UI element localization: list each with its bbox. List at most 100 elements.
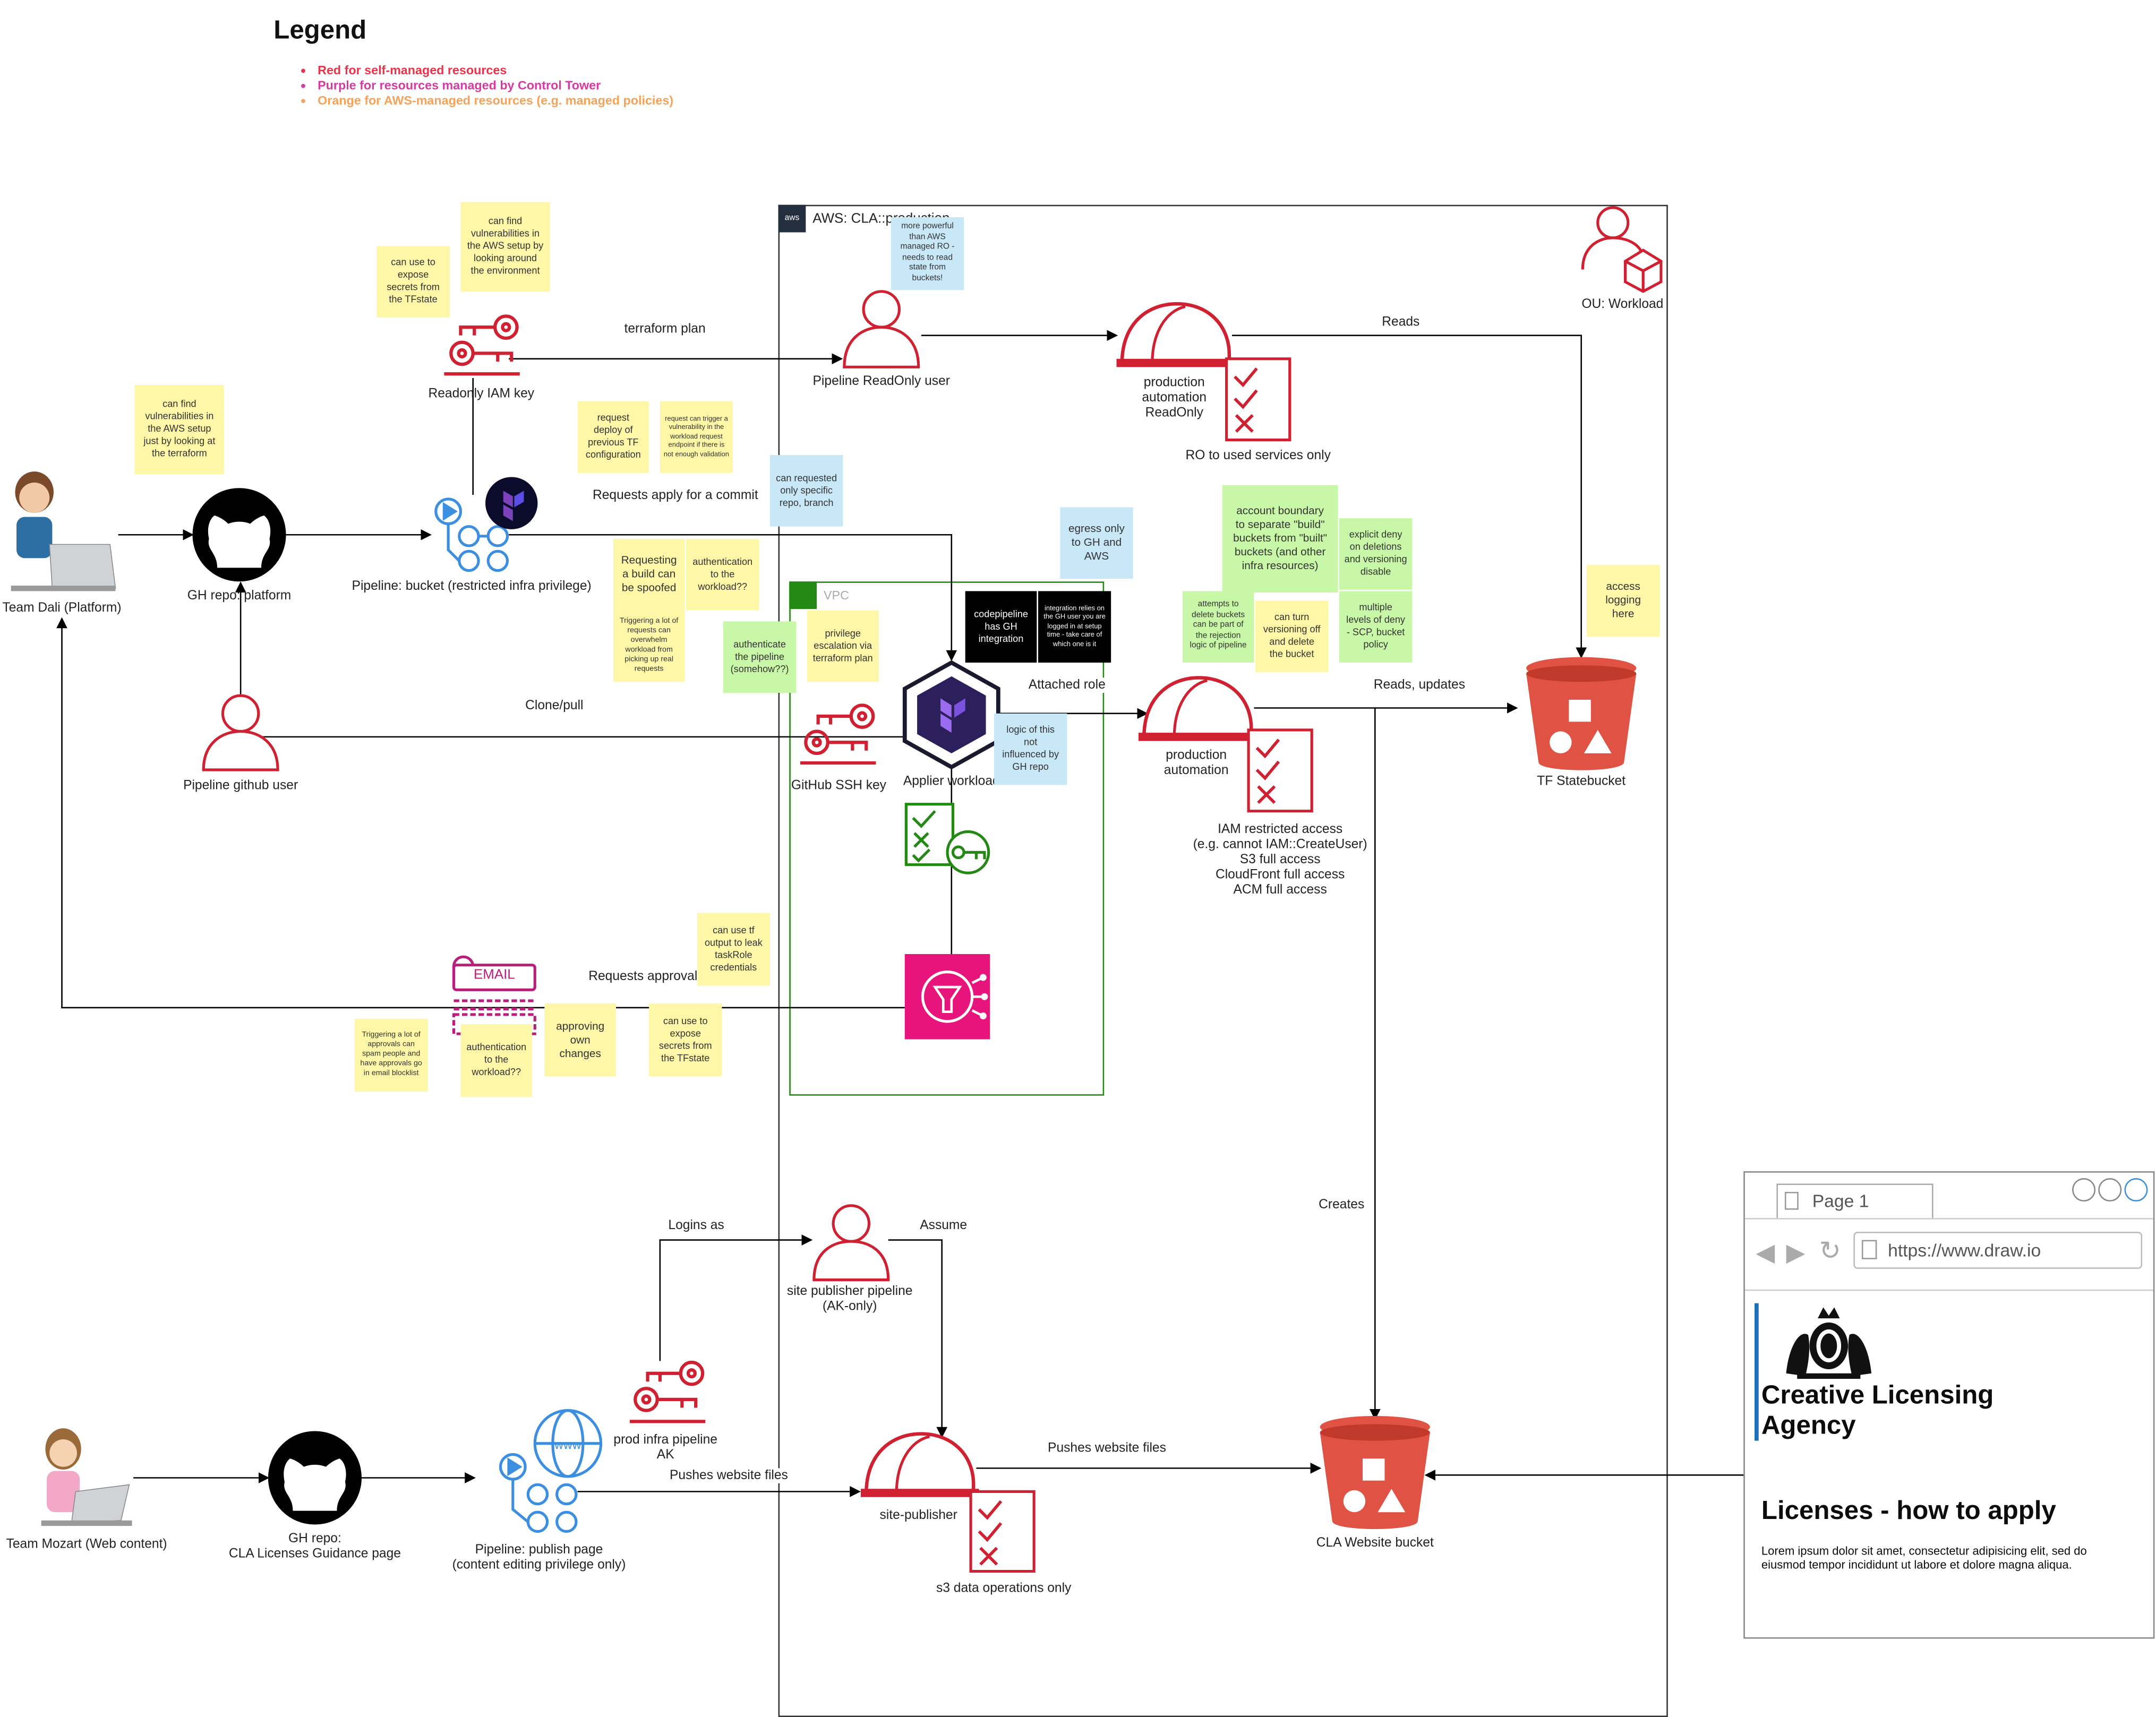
github-platform-icon (192, 488, 286, 582)
site-publisher-label: site-publisher (879, 1508, 957, 1523)
gh-cla-label: GH repo: CLA Licenses Guidance page (228, 1531, 401, 1562)
note-account-boundary: account boundary to separate "build" buc… (1222, 485, 1338, 593)
note-auth-workload-1: authentication to the workload?? (686, 539, 759, 611)
close-button[interactable] (2124, 1178, 2148, 1202)
tab-label: Page 1 (1812, 1190, 1869, 1212)
note-find-vulns-tf: can find vulnerabilities in the AWS setu… (134, 385, 225, 475)
step-functions-icon (904, 954, 990, 1040)
note-more-powerful: more powerful than AWS managed RO - need… (891, 217, 964, 290)
s3-ops-label: s3 data operations only (936, 1581, 1072, 1596)
vpc-icon (789, 581, 817, 609)
note-auth-workload-2: authentication to the workload?? (460, 1024, 533, 1097)
readonly-key-label: Readonly IAM key (428, 386, 535, 402)
note-egress-only: egress only to GH and AWS (1060, 507, 1133, 579)
note-spam-approvals: Triggering a lot of approvals can spam p… (355, 1018, 428, 1092)
reload-icon[interactable]: ↻ (1819, 1237, 1841, 1266)
note-integration-relies: integration relies on the GH user you ar… (1038, 591, 1111, 663)
tf-statebucket-label: TF Statebucket (1537, 774, 1626, 789)
edge-assume (888, 1239, 948, 1438)
note-privilege-escalation: privilege escalation via terraform plan (807, 610, 879, 682)
back-icon[interactable]: ◀ (1756, 1238, 1775, 1266)
tf-statebucket-icon (1526, 657, 1637, 770)
window-controls (2072, 1178, 2152, 1203)
tab-page-1[interactable]: Page 1 (1776, 1183, 1933, 1218)
edge-label-logins-as: Logins as (666, 1218, 726, 1233)
edge-label-pushes-2: Pushes website files (1046, 1440, 1168, 1456)
pipeline-bucket-icon (434, 497, 509, 572)
pipeline-publish-label: Pipeline: publish page (content editing … (452, 1542, 626, 1573)
team-mozart-person-icon (41, 1428, 132, 1526)
edge-label-clone-pull: Clone/pull (524, 698, 585, 714)
address-page-icon (1861, 1240, 1877, 1259)
iam-restricted-label: IAM restricted access (e.g. cannot IAM::… (1193, 822, 1367, 898)
site-publisher-pipeline-label: site publisher pipeline (AK-only) (786, 1284, 913, 1315)
note-overwhelm-workload: Triggering a lot of requests can overwhe… (613, 610, 685, 682)
legend-item-red: Red for self-managed resources (318, 63, 673, 78)
note-versioning-off: can turn versioning off and delete the b… (1255, 600, 1329, 673)
prod-infra-key-icon (629, 1360, 706, 1423)
note-leak-taskrole: can use tf output to leak taskRole crede… (697, 913, 771, 986)
edge-requests-apply (509, 534, 957, 662)
vpc-group (789, 581, 1105, 1096)
note-build-spoofed: Requesting a build can be spoofed (613, 539, 685, 611)
ro-services-note: RO to used services only (1185, 448, 1331, 463)
edge-label-terraform-plan: terraform plan (622, 321, 707, 337)
site-publisher-pipeline-user-icon (812, 1204, 890, 1282)
url-text: https://www.draw.io (1888, 1240, 2041, 1261)
email-text: EMAIL (473, 967, 515, 983)
pipeline-readonly-user-icon (843, 290, 920, 368)
legend-list: Red for self-managed resources Purple fo… (300, 63, 673, 108)
address-bar[interactable]: https://www.draw.io (1853, 1232, 2143, 1269)
maximize-button[interactable] (2098, 1178, 2122, 1202)
applier-workload-label: Applier workload (903, 774, 1000, 789)
edge-label-reads: Reads (1380, 314, 1421, 330)
edge-label-assume: Assume (918, 1218, 969, 1233)
pipeline-bucket-label: Pipeline: bucket (restricted infra privi… (352, 579, 592, 594)
www-label: www (554, 1438, 581, 1452)
legend-item-orange: Orange for AWS-managed resources (e.g. m… (318, 93, 673, 108)
minimize-button[interactable] (2072, 1178, 2096, 1202)
github-ssh-key-icon (800, 703, 876, 765)
edge-label-pushes-1: Pushes website files (668, 1468, 790, 1483)
vpc-label: VPC (823, 588, 849, 603)
pipeline-publish-icon (499, 1409, 603, 1533)
readonly-key-icon (444, 314, 520, 376)
github-cla-icon (268, 1431, 362, 1525)
note-multiple-deny: multiple levels of deny - SCP, bucket po… (1339, 591, 1413, 663)
pipeline-readonly-user-label: Pipeline ReadOnly user (812, 374, 950, 389)
prod-auto-role-icon (1138, 676, 1313, 813)
approval-checklist-icon (904, 803, 990, 874)
prod-auto-label: production automation (1163, 748, 1229, 778)
terraform-badge-icon (485, 477, 538, 529)
forward-icon[interactable]: ▶ (1786, 1238, 1806, 1266)
site-publisher-role-icon (860, 1432, 1036, 1573)
note-find-vulns-env: can find vulnerabilities in the AWS setu… (460, 202, 550, 291)
note-auth-pipeline: authenticate the pipeline (somehow??) (723, 621, 797, 693)
github-ssh-key-label: GitHub SSH key (791, 778, 887, 794)
edge-label-requests-approval: Requests approval (587, 969, 699, 984)
applier-workload-icon (902, 660, 1000, 770)
edge-reads (1232, 334, 1587, 659)
royal-crest-logo (1781, 1304, 1877, 1380)
edge-logins-as (659, 1234, 813, 1361)
note-explicit-deny: explicit deny on deletions and versionin… (1339, 518, 1413, 590)
ou-workload-label: OU: Workload (1581, 297, 1664, 312)
page-icon (1784, 1191, 1799, 1210)
note-approving-own: approving own changes (544, 1003, 617, 1077)
prod-infra-key-label: prod infra pipeline AK (613, 1432, 718, 1463)
note-request-trigger-vuln: request can trigger a vulnerability in t… (660, 401, 733, 473)
note-logic-not-influenced: logic of this not influenced by GH repo (994, 713, 1067, 785)
note-codepipeline-gh: codepipeline has GH integration (965, 591, 1037, 663)
prod-auto-readonly-label: production automation ReadOnly (1142, 375, 1207, 421)
team-dali-person-icon (11, 471, 116, 591)
note-requested-branch: can requested only specific repo, branch (770, 455, 843, 527)
edge-label-creates: Creates (1317, 1197, 1366, 1213)
team-mozart-label: Team Mozart (Web content) (6, 1536, 167, 1552)
pipeline-github-user-label: Pipeline github user (183, 778, 298, 794)
page-heading: Licenses - how to apply (1761, 1497, 2056, 1526)
cla-website-bucket-icon (1320, 1415, 1430, 1529)
pipeline-github-user-icon (202, 694, 279, 771)
cla-bucket-label: CLA Website bucket (1316, 1535, 1434, 1551)
